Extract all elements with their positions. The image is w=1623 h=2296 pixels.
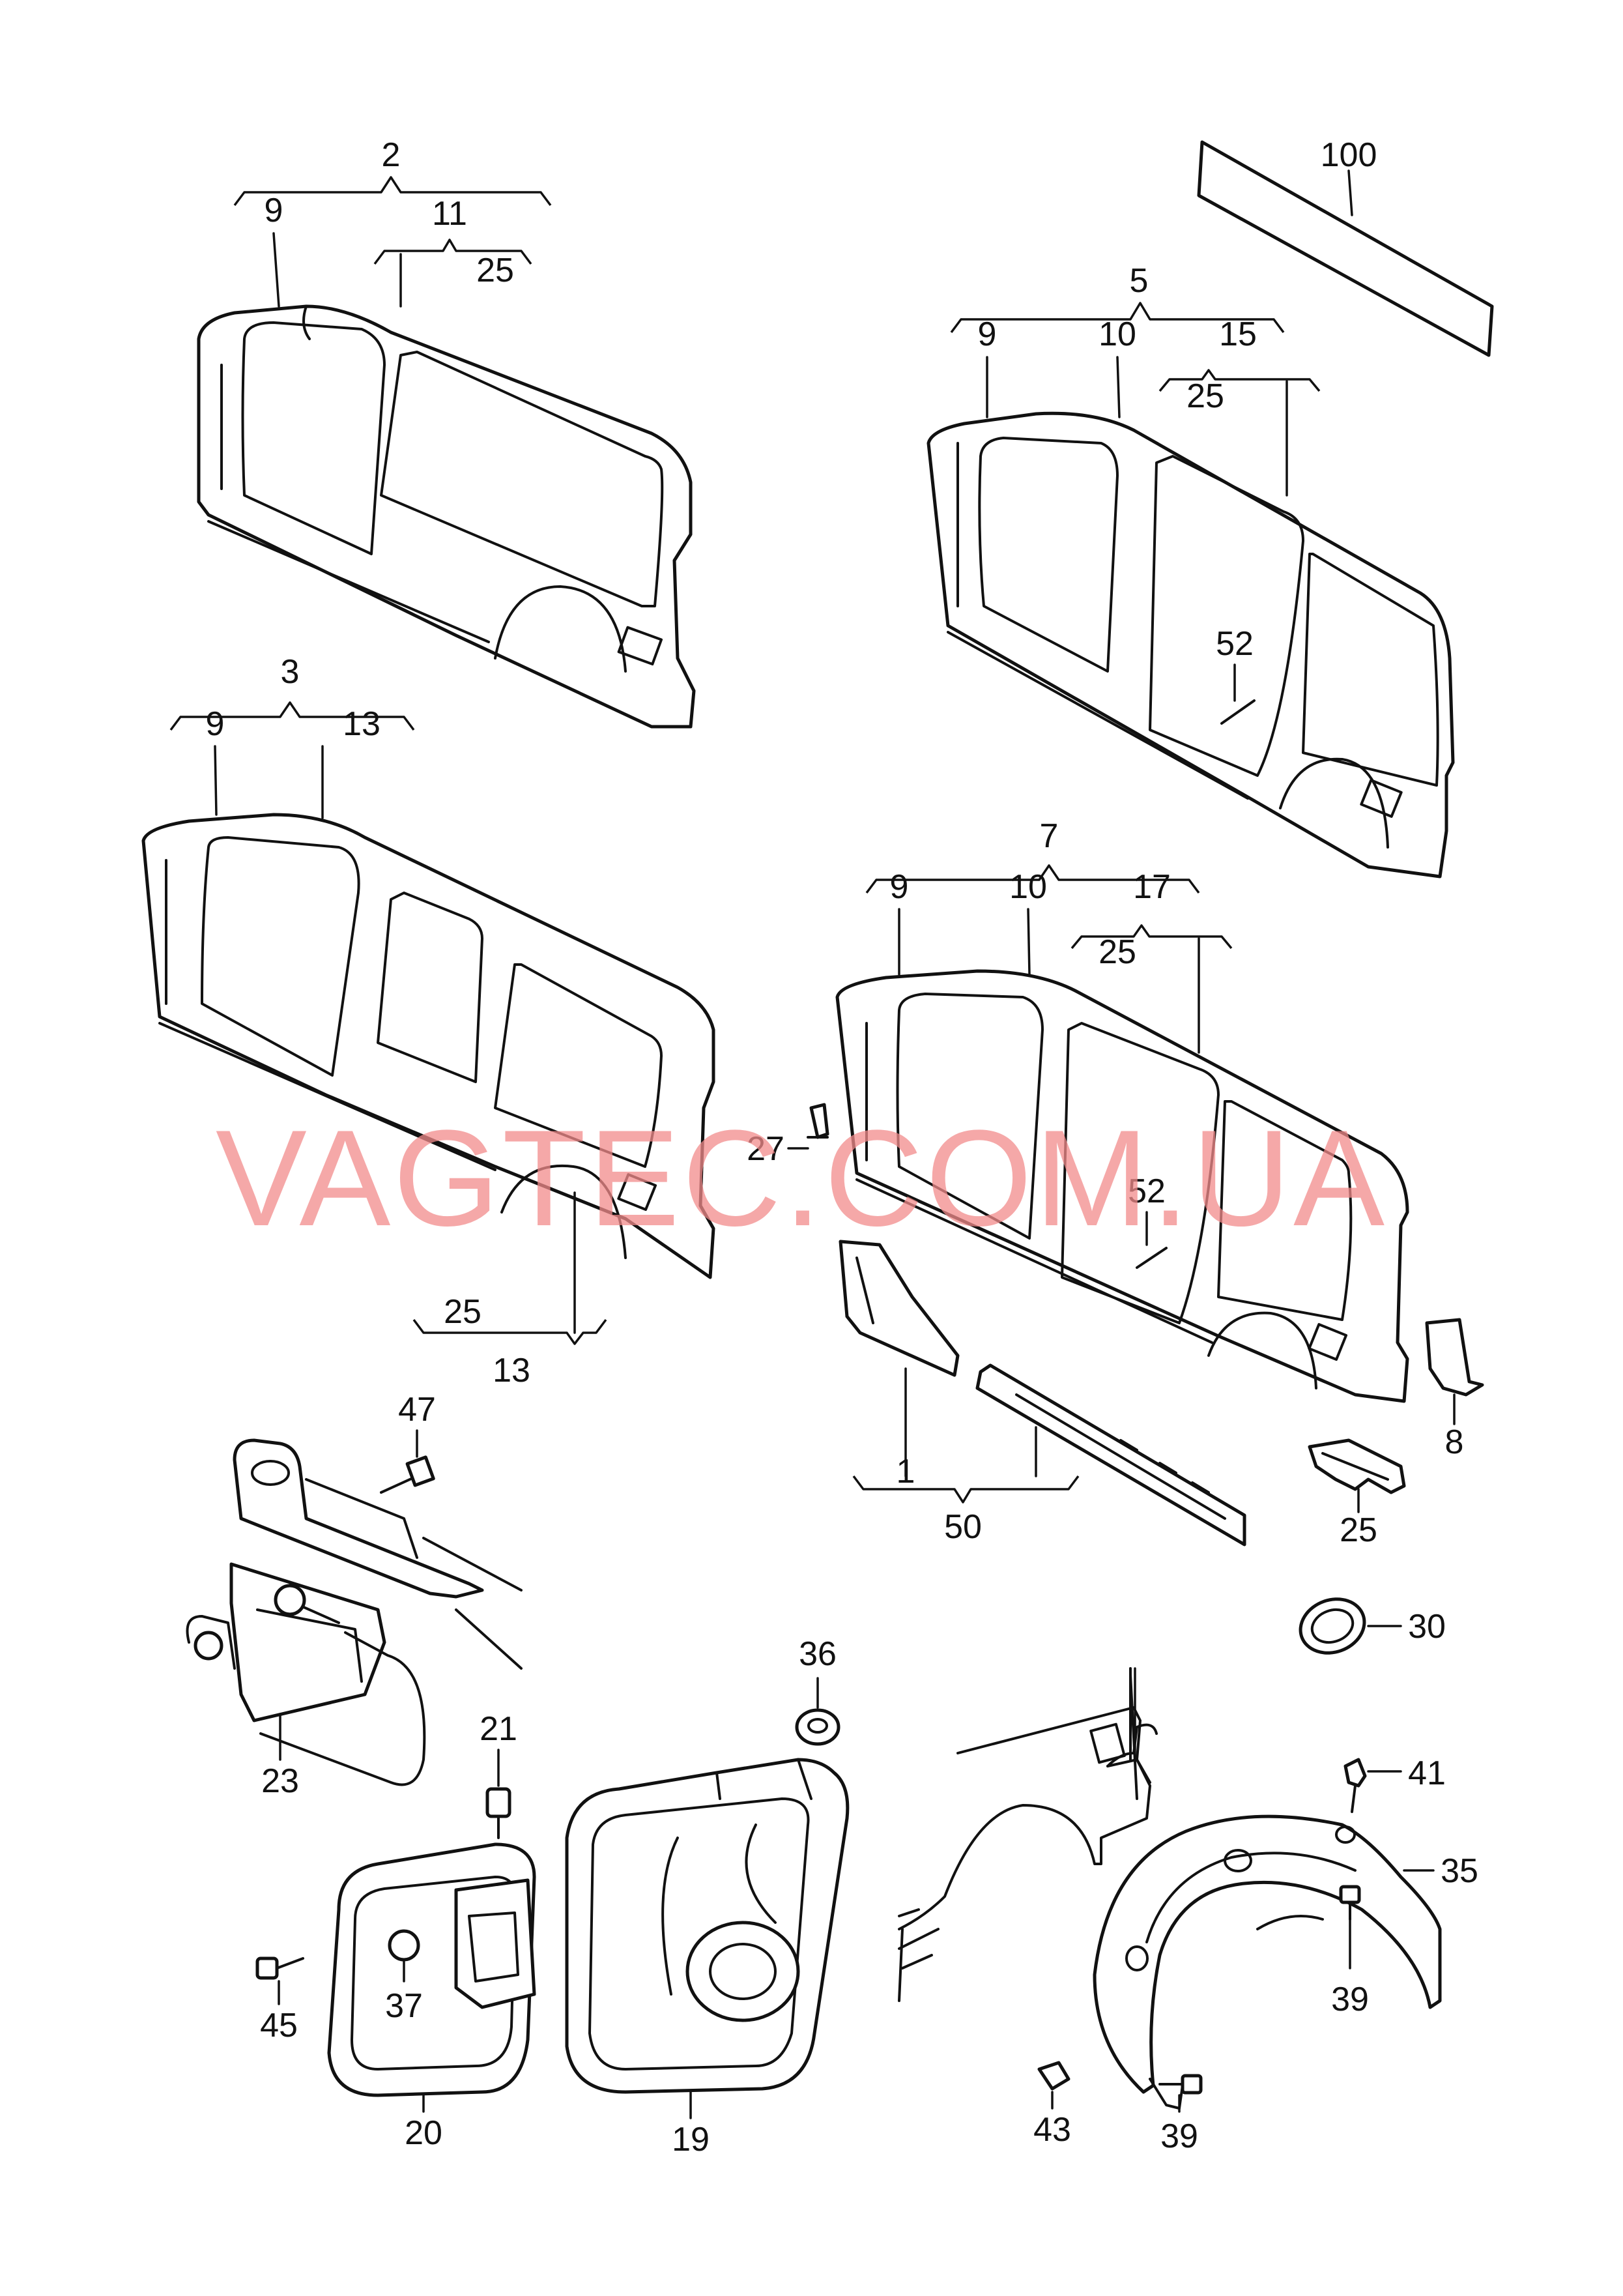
leader-7-10	[1027, 908, 1031, 976]
label-7-10: 10	[1009, 868, 1047, 906]
label-41: 41	[1408, 1754, 1446, 1792]
bracket-2	[233, 176, 552, 207]
label-5-52: 52	[1216, 625, 1254, 663]
label-3-9: 9	[206, 705, 225, 743]
label-8: 8	[1445, 1423, 1464, 1461]
part-52-clip	[1220, 699, 1256, 725]
label-50: 50	[944, 1508, 982, 1546]
label-2-11: 11	[432, 195, 467, 233]
part-3-side-panel[interactable]	[141, 813, 715, 1279]
part-45-screw[interactable]	[255, 1956, 304, 1980]
part-52-clip-2	[1136, 1247, 1168, 1269]
bracket-3	[169, 701, 415, 731]
bracket-7	[865, 864, 1200, 894]
label-43: 43	[1033, 2111, 1071, 2149]
part-1-sill-front[interactable]	[839, 1240, 960, 1377]
label-5-25: 25	[1186, 377, 1224, 415]
label-39a: 39	[1331, 1981, 1369, 2018]
bracket-13	[412, 1318, 607, 1345]
part-8-bracket[interactable]	[1425, 1318, 1484, 1397]
label-7: 7	[1040, 817, 1059, 855]
part-20-fuel-filler-flap[interactable]	[327, 1842, 536, 2097]
label-100: 100	[1321, 136, 1377, 174]
part-19-fuel-filler-housing[interactable]	[565, 1758, 850, 2094]
label-5: 5	[1130, 262, 1149, 300]
leader-5-10	[1116, 356, 1121, 418]
part-50-rocker-panel[interactable]	[975, 1363, 1246, 1547]
label-5-9: 9	[978, 315, 997, 353]
leader-100	[1347, 169, 1353, 216]
part-7-side-panel[interactable]	[835, 969, 1409, 1403]
label-7-52: 52	[1128, 1172, 1166, 1210]
label-25b: 25	[1340, 1511, 1377, 1549]
label-36: 36	[799, 1635, 837, 1673]
label-20: 20	[405, 2114, 442, 2152]
part-39-screw-lower[interactable]	[1158, 2074, 1203, 2095]
part-2-side-panel[interactable]	[197, 304, 696, 729]
bracket-17	[1070, 924, 1233, 950]
label-7-17: 17	[1133, 868, 1171, 906]
part-27-bracket[interactable]	[807, 1103, 829, 1139]
label-1: 1	[897, 1453, 915, 1490]
part-43-clip[interactable]	[1037, 2061, 1070, 2091]
label-7-9: 9	[890, 868, 909, 906]
body-rear-wheel-arch-context	[898, 1667, 1158, 2002]
label-47: 47	[398, 1391, 436, 1429]
label-3: 3	[281, 653, 300, 691]
part-30-grommet[interactable]	[1293, 1590, 1372, 1661]
label-2: 2	[382, 136, 401, 174]
leader-3-9	[214, 745, 218, 816]
label-37: 37	[385, 1987, 423, 2025]
label-7-25: 25	[1099, 933, 1136, 971]
part-35-wheelhouse-liner[interactable]	[1093, 1814, 1442, 2110]
part-36-rubber-buffer[interactable]	[795, 1708, 840, 1746]
bracket-11	[373, 239, 532, 265]
label-39b: 39	[1160, 2117, 1198, 2155]
label-3b-25: 25	[444, 1293, 481, 1331]
label-5-15: 15	[1219, 315, 1257, 353]
label-27: 27	[747, 1130, 784, 1168]
label-21: 21	[480, 1710, 517, 1748]
label-3b-13: 13	[493, 1352, 530, 1389]
part-21-screw[interactable]	[485, 1787, 511, 1839]
watermark: VAGTEC.COM.UA	[216, 1101, 1387, 1255]
label-19: 19	[672, 2121, 710, 2158]
part-47-bolt[interactable]	[380, 1455, 435, 1494]
part-41-clip[interactable]	[1343, 1758, 1367, 1813]
label-35: 35	[1441, 1852, 1478, 1890]
label-2-9: 9	[265, 192, 283, 229]
label-30: 30	[1408, 1608, 1446, 1646]
label-5-10: 10	[1099, 315, 1136, 353]
part-5-side-panel[interactable]	[926, 411, 1455, 879]
label-3-13: 13	[343, 705, 381, 743]
label-23: 23	[261, 1762, 299, 1800]
bracket-15	[1158, 369, 1321, 392]
part-39-screw-upper[interactable]	[1339, 1885, 1361, 1921]
label-2-25: 25	[476, 252, 514, 289]
bracket-50	[852, 1475, 1080, 1504]
part-25-end-cap[interactable]	[1308, 1438, 1406, 1494]
bracket-5	[950, 302, 1285, 334]
leader-2-9	[272, 232, 280, 308]
label-45: 45	[260, 2007, 298, 2044]
part-23-fuel-flap-release[interactable]	[186, 1438, 523, 1786]
part-100-trim-strip[interactable]	[1197, 140, 1494, 357]
